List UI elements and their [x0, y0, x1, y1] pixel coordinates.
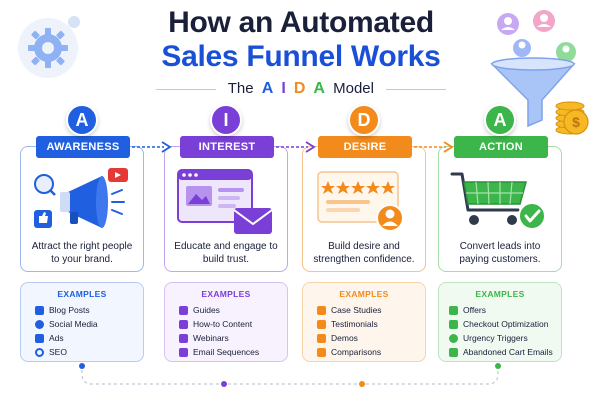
cart-icon [449, 319, 458, 329]
megaphone-icon [34, 168, 128, 228]
shopping-cart-icon [450, 172, 546, 230]
awareness-examples-heading: EXAMPLES [57, 289, 107, 299]
page-title: How an Automated [168, 6, 434, 39]
subtitle-divider-left [155, 88, 216, 90]
list-item: Comparisons [317, 345, 425, 359]
share-icon [35, 319, 44, 329]
list-item: Urgency Triggers [449, 331, 561, 345]
svg-text:$: $ [572, 114, 580, 130]
action-description: Convert leads into paying customers. [459, 241, 541, 265]
example-label: Abandoned Cart Emails [463, 347, 553, 357]
megaphone-small-icon [35, 333, 44, 343]
list-item: Testimonials [317, 317, 425, 331]
desire-label: DESIRE [318, 136, 412, 158]
arrow-right-icon [132, 141, 172, 153]
desire-letter-badge: D [348, 104, 380, 136]
list-item: Ads [35, 331, 143, 345]
book-icon [179, 305, 188, 315]
arrow-right-icon [414, 141, 454, 153]
browser-mail-icon [177, 169, 273, 234]
desire-description: Build desire and strengthen confidence. [313, 241, 415, 265]
document-icon [179, 319, 188, 329]
action-label: ACTION [454, 136, 548, 158]
list-item: SEO [35, 345, 143, 359]
gear-icon [18, 16, 80, 78]
page-title-highlight: Sales Funnel Works [161, 40, 441, 73]
list-item: Guides [179, 303, 287, 317]
list-item: Demos [317, 331, 425, 345]
example-label: Demos [331, 333, 358, 343]
example-label: Guides [193, 305, 220, 315]
list-item: Case Studies [317, 303, 425, 317]
example-label: Ads [49, 333, 64, 343]
clock-icon [449, 333, 458, 343]
tag-icon [449, 305, 458, 315]
awareness-letter-badge: A [66, 104, 98, 136]
desire-examples-heading: EXAMPLES [339, 289, 389, 299]
video-icon [179, 333, 188, 343]
briefcase-icon [317, 305, 326, 315]
example-label: Testimonials [331, 319, 378, 329]
action-examples-box: EXAMPLES Offers Checkout Optimization Ur… [438, 282, 562, 362]
example-label: Offers [463, 305, 486, 315]
play-icon [317, 333, 326, 343]
subtitle-suffix: Model [333, 80, 374, 97]
example-label: Urgency Triggers [463, 333, 528, 343]
example-label: Checkout Optimization [463, 319, 549, 329]
example-label: Comparisons [331, 347, 382, 357]
search-icon [35, 347, 44, 357]
awareness-label: AWARENESS [36, 136, 130, 158]
interest-examples-heading: EXAMPLES [201, 289, 251, 299]
list-item: Offers [449, 303, 561, 317]
interest-label: INTEREST [180, 136, 274, 158]
interest-description: Educate and engage to build trust. [174, 241, 278, 265]
list-item: Blog Posts [35, 303, 143, 317]
list-item: Abandoned Cart Emails [449, 345, 561, 359]
desire-examples-box: EXAMPLES Case Studies Testimonials Demos… [302, 282, 426, 362]
awareness-examples-box: EXAMPLES Blog Posts Social Media Ads SEO [20, 282, 144, 362]
action-examples-heading: EXAMPLES [475, 289, 525, 299]
list-item: Webinars [179, 331, 287, 345]
email-icon [179, 347, 188, 357]
example-label: Webinars [193, 333, 229, 343]
email-icon [449, 347, 458, 357]
aida-letter-a2: A [313, 80, 325, 97]
aida-letter-d: D [293, 80, 306, 97]
action-letter-badge: A [484, 104, 516, 136]
example-label: SEO [49, 347, 67, 357]
example-label: Email Sequences [193, 347, 260, 357]
example-label: How-to Content [193, 319, 253, 329]
list-item: How-to Content [179, 317, 287, 331]
aida-letter-a1: A [261, 80, 274, 97]
bottom-connector-line [79, 363, 501, 387]
compare-icon [317, 347, 326, 357]
list-item: Email Sequences [179, 345, 287, 359]
aida-letter-i: I [281, 80, 286, 97]
review-stars-icon [317, 171, 404, 232]
subtitle-prefix: The [227, 80, 254, 97]
example-label: Social Media [49, 319, 98, 329]
arrow-right-icon [276, 141, 316, 153]
document-icon [35, 305, 44, 315]
example-label: Blog Posts [49, 305, 90, 315]
quote-icon [317, 319, 326, 329]
funnel-illustration-icon: $ [490, 10, 589, 135]
awareness-description: Attract the right people to your brand. [31, 241, 133, 265]
example-label: Case Studies [331, 305, 382, 315]
interest-letter-badge: I [210, 104, 242, 136]
subtitle-divider-right [386, 88, 447, 90]
interest-examples-box: EXAMPLES Guides How-to Content Webinars … [164, 282, 288, 362]
list-item: Social Media [35, 317, 143, 331]
list-item: Checkout Optimization [449, 317, 561, 331]
